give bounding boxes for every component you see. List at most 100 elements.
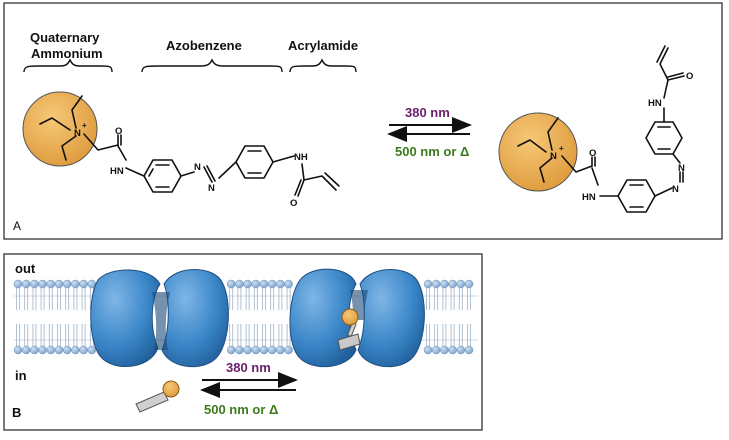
lipid-tail <box>245 288 250 310</box>
lipid-head <box>87 345 97 355</box>
panel-b-equilibrium-arrows: 380 nm 500 nm or Δ <box>200 360 298 417</box>
lipid-tail <box>65 324 70 346</box>
acryl-o-atom: O <box>290 198 297 209</box>
lipid-head <box>21 279 31 289</box>
lipid-tail <box>253 324 258 346</box>
brace-acrylamide <box>289 58 357 73</box>
lipid-head <box>226 279 236 289</box>
lipid-head <box>62 345 72 355</box>
lipid-tail <box>434 288 439 310</box>
lipid-tail <box>73 288 78 310</box>
lipid-tail <box>229 324 234 346</box>
panel-b-letter: B <box>12 405 21 420</box>
brace-ammonium <box>23 58 113 73</box>
lipid-head <box>54 345 64 355</box>
lipid-tail <box>450 324 455 346</box>
lipid-head <box>440 279 449 289</box>
lipid-tail <box>278 288 283 310</box>
ammonium-ball <box>22 91 98 167</box>
lipid-bilayer <box>13 279 478 355</box>
lipid-tail <box>442 288 447 310</box>
amide-hn-atom: HN <box>110 166 124 177</box>
lipid-head <box>235 345 244 355</box>
ion-channel-open <box>90 269 229 368</box>
lipid-head <box>30 345 39 355</box>
lipid-head <box>30 279 39 289</box>
lipid-tail <box>458 288 463 310</box>
lipid-head <box>71 345 80 355</box>
lipid-head <box>38 279 47 289</box>
panel-b-reverse-label: 500 nm or Δ <box>204 402 278 417</box>
lipid-head <box>440 345 449 355</box>
lipid-tail <box>32 324 37 346</box>
lipid-tail <box>48 324 53 346</box>
brace-azobenzene <box>141 58 283 73</box>
lipid-head <box>46 345 56 355</box>
lipid-head <box>13 345 23 355</box>
lipid-head <box>456 345 466 355</box>
heading-quaternary: Quaternary <box>30 30 100 45</box>
lipid-head <box>464 279 474 289</box>
lipid-tail <box>253 288 258 310</box>
lipid-tail <box>40 288 45 310</box>
lipid-head <box>226 345 236 355</box>
lipid-head <box>423 345 433 355</box>
ion-channel-blocked <box>289 268 425 368</box>
plus-sign-cis: + <box>559 144 564 153</box>
lipid-head <box>79 345 88 355</box>
lipid-tail <box>434 324 439 346</box>
lipid-head <box>448 345 457 355</box>
lipid-head <box>54 279 64 289</box>
lipid-tail <box>81 288 86 310</box>
lipid-tail <box>442 324 447 346</box>
lipid-tail <box>458 324 463 346</box>
lipid-head <box>448 279 457 289</box>
lipid-head <box>251 279 261 289</box>
lipid-head <box>243 345 252 355</box>
lipid-head <box>251 345 261 355</box>
lipid-tail <box>467 288 471 310</box>
lipid-tail <box>270 288 275 310</box>
carbonyl-o-atom: O <box>115 126 122 137</box>
lipid-head <box>71 279 80 289</box>
lipid-head <box>284 345 293 355</box>
lipid-head <box>423 279 433 289</box>
bound-ligand-head <box>341 308 359 326</box>
lipid-tail <box>16 324 20 346</box>
lipid-tail <box>262 324 266 346</box>
lipid-head <box>79 279 88 289</box>
lipid-tail <box>32 288 37 310</box>
azo-n-atom-4: N <box>678 163 685 174</box>
lipid-tail <box>65 288 70 310</box>
lipid-head <box>456 279 466 289</box>
lipid-head <box>284 279 293 289</box>
lipid-head <box>235 279 244 289</box>
lipid-tail <box>237 288 242 310</box>
panel-b-forward-label: 380 nm <box>226 360 271 375</box>
panel-a-forward-label: 380 nm <box>405 105 450 120</box>
cis-azobenzene-molecule: N + O HN N N HN O <box>498 45 693 213</box>
azo-n-atom-3: N <box>672 184 679 195</box>
acryl-o-atom-cis: O <box>686 71 693 82</box>
in-label: in <box>15 368 27 383</box>
panel-a-letter: A <box>13 219 21 233</box>
heading-acrylamide: Acrylamide <box>288 38 358 53</box>
lipid-head <box>431 279 441 289</box>
trans-azobenzene-molecule: N + O HN N N NH O <box>22 91 340 209</box>
lipid-head <box>21 345 31 355</box>
lipid-head <box>243 279 252 289</box>
lipid-head <box>259 279 269 289</box>
lipid-tail <box>262 288 266 310</box>
lipid-tail <box>40 324 45 346</box>
lipid-head <box>46 279 56 289</box>
amide-hn-atom-top: HN <box>648 98 662 109</box>
lipid-tail <box>467 324 471 346</box>
free-ligand <box>135 380 180 413</box>
n-plus-atom-cis: N <box>550 151 557 162</box>
lipid-head <box>276 279 285 289</box>
n-plus-atom: N <box>74 128 81 139</box>
plus-sign: + <box>82 121 87 130</box>
lipid-tail <box>24 324 29 346</box>
lipid-head <box>464 345 474 355</box>
